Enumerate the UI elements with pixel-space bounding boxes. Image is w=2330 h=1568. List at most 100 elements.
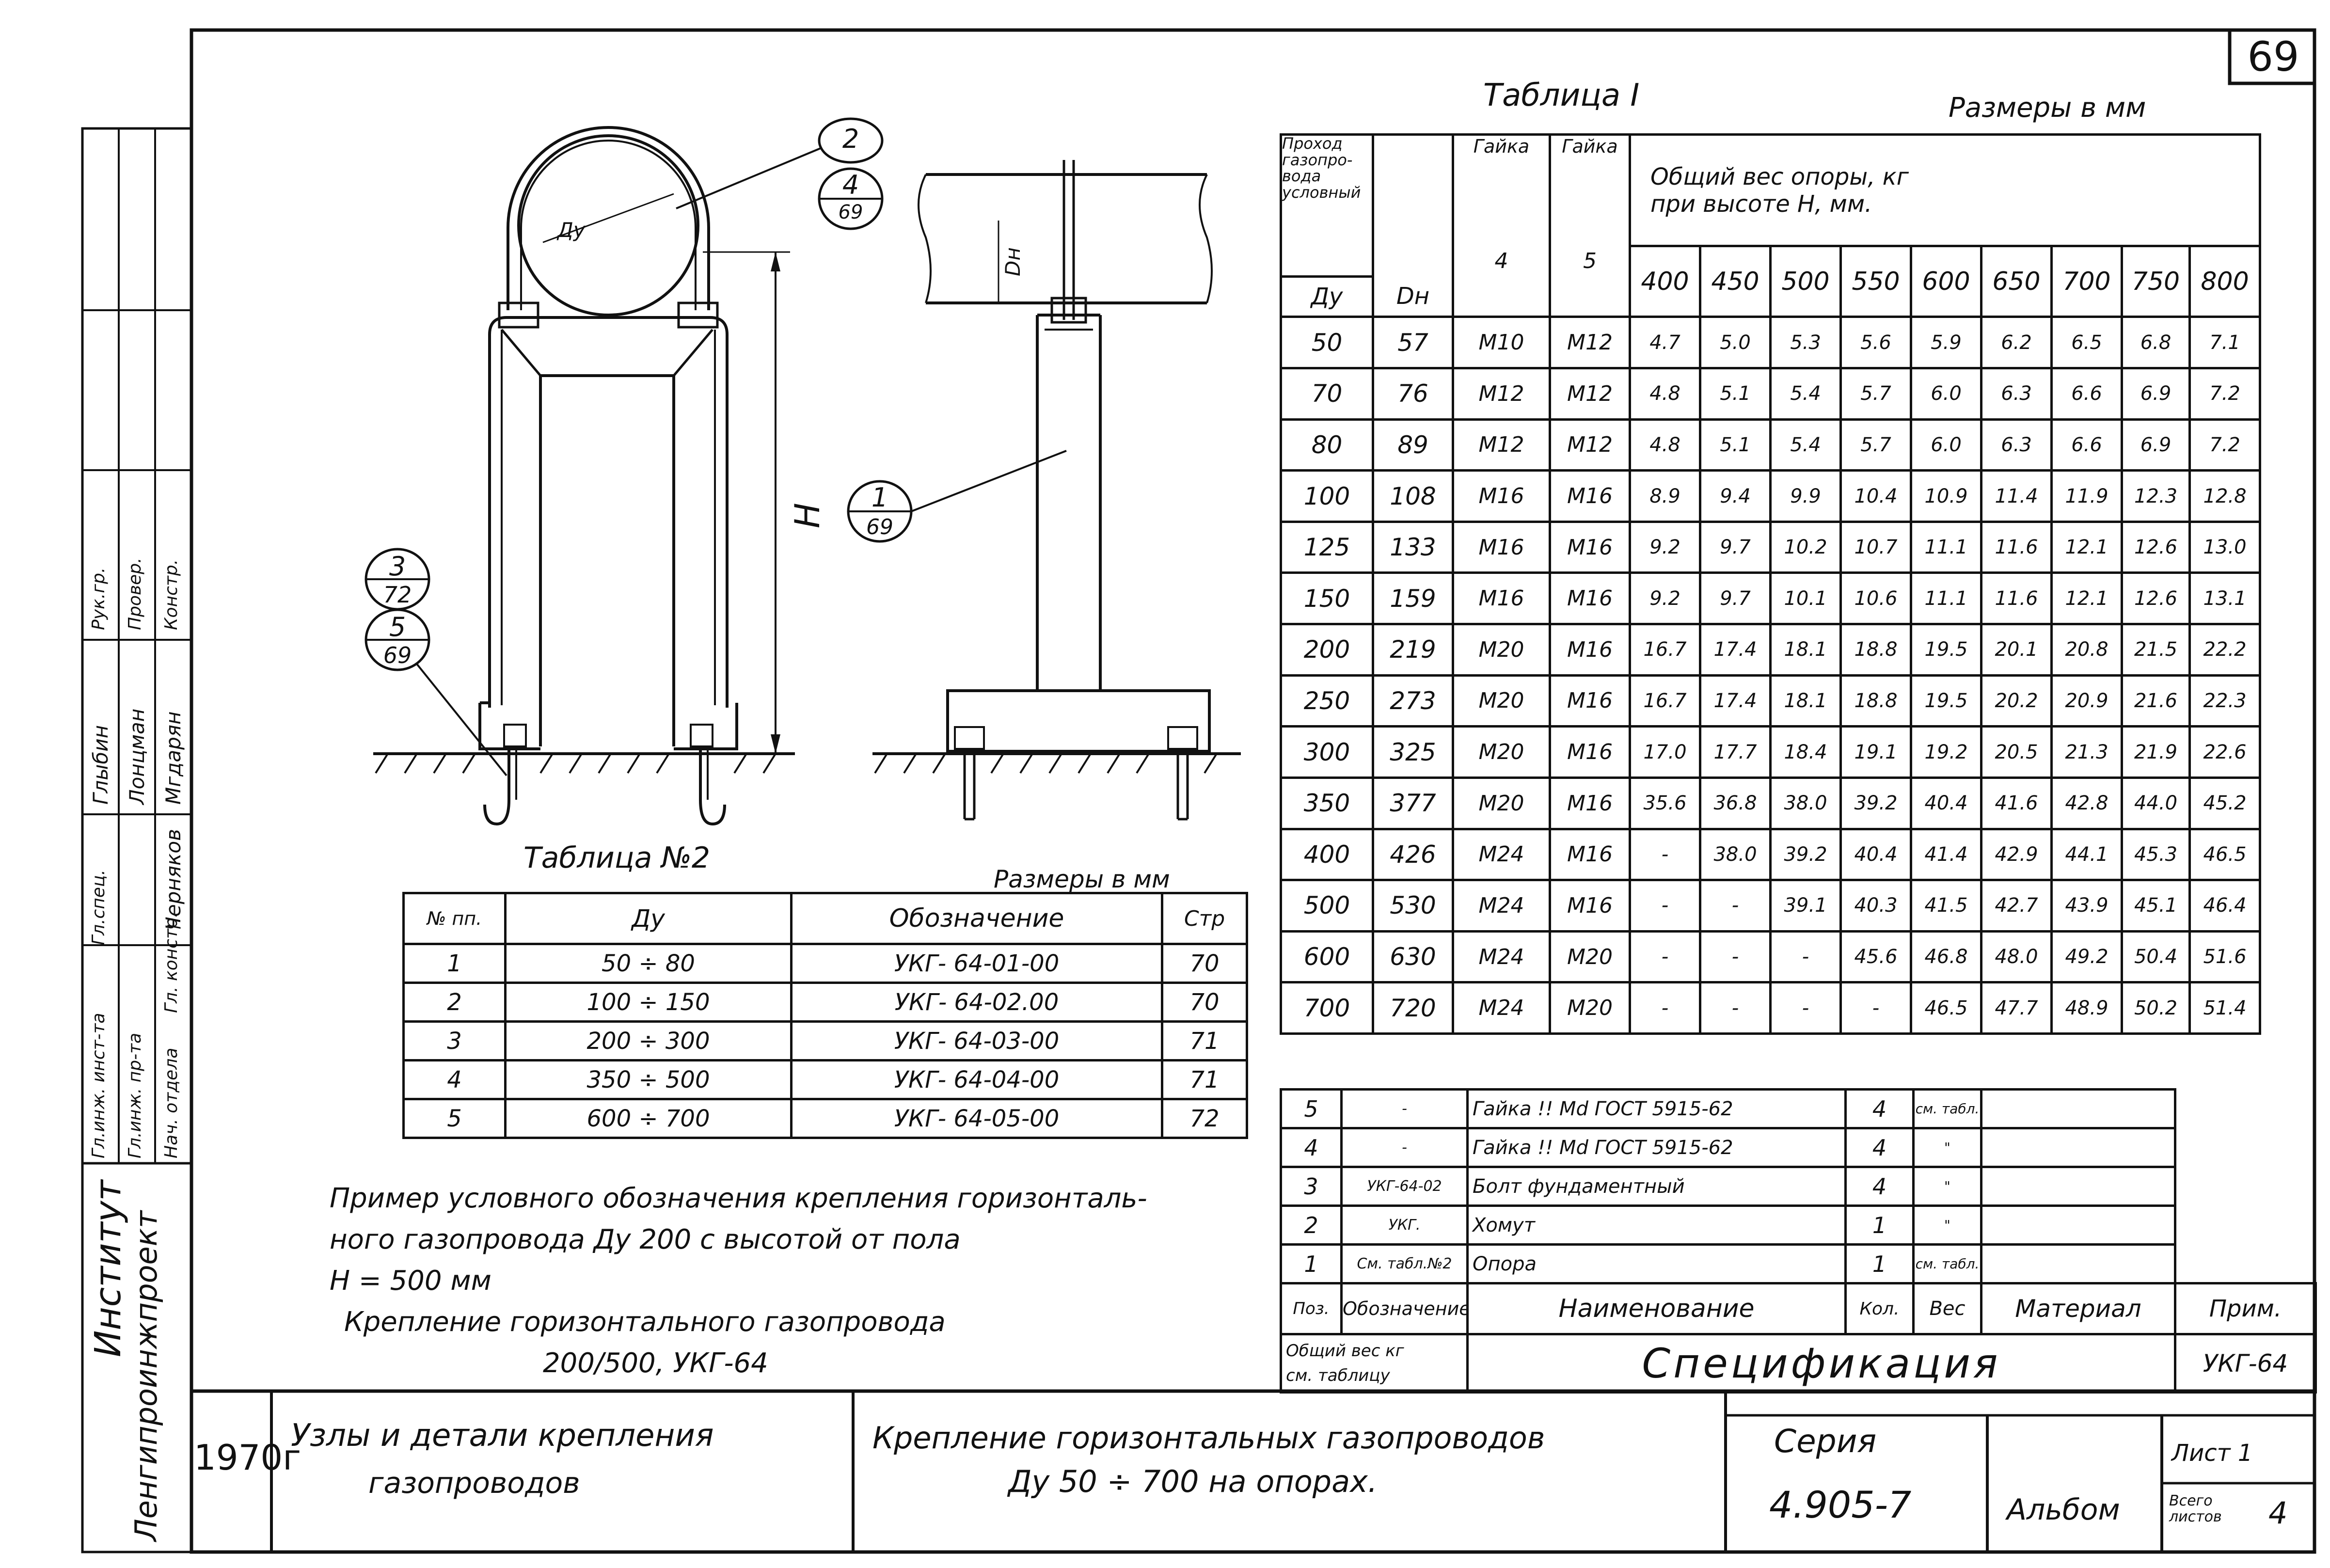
example-line2: ного газопровода Ду 200 с высотой от пол…: [330, 1224, 961, 1255]
table1-cell: 9.7: [1699, 571, 1772, 626]
example-line5: 200/500, УКГ-64: [543, 1347, 768, 1379]
table1-cell: 49.2: [2050, 930, 2123, 984]
table1-cell: 17.0: [1629, 725, 1701, 779]
table1-cell: 5.6: [1839, 316, 1912, 370]
table1-cell: 17.4: [1699, 623, 1772, 677]
album-title-1: Узлы и детали крепления: [291, 1418, 714, 1454]
table1-cell: 4.8: [1629, 367, 1701, 421]
table1-cell: М16: [1549, 674, 1631, 728]
table1-cell: 150: [1280, 571, 1374, 626]
table1-cell: М10: [1452, 316, 1551, 370]
table1-cell: 6.8: [2121, 316, 2191, 370]
spec-cell: Хомут: [1466, 1204, 1847, 1246]
table1-cell: 200: [1280, 623, 1374, 677]
series-label: Серия: [1774, 1423, 1877, 1460]
table1-cell: 21.3: [2050, 725, 2123, 779]
table1-cell: М12: [1452, 418, 1551, 472]
table2-header-dy: Ду: [504, 892, 793, 945]
table1-cell: 89: [1372, 418, 1454, 472]
table1-cell: 19.2: [1910, 725, 1982, 779]
table1-cell: 43.9: [2050, 879, 2123, 933]
table1-cell: 19.1: [1839, 725, 1912, 779]
table1-header-dn: Dн: [1372, 276, 1454, 318]
table1-cell: 20.1: [1980, 623, 2053, 677]
table1-cell: 22.6: [2188, 725, 2262, 779]
table2-cell: 4: [402, 1059, 507, 1100]
table1-cell: 50.2: [2121, 981, 2191, 1035]
stamp-name-4: Черняков: [161, 829, 185, 931]
institute-label: Институт: [87, 1180, 129, 1357]
table1-cell: М16: [1452, 520, 1551, 574]
spec-footer-note-1: Общий вес кг: [1286, 1341, 1404, 1361]
table2-cell: 70: [1161, 943, 1248, 984]
table1-cell: 38.0: [1699, 827, 1772, 882]
table1-cell: 11.1: [1910, 520, 1982, 574]
table1-cell: 133: [1372, 520, 1454, 574]
table1-cell: 5.4: [1769, 367, 1842, 421]
album-title-2: газопроводов: [368, 1466, 580, 1500]
table1-cell: 377: [1372, 776, 1454, 830]
table1-cell: 6.0: [1910, 418, 1982, 472]
table1-cell: 9.2: [1629, 571, 1701, 626]
spec-cell: 1: [1844, 1204, 1915, 1246]
spec-cell: 4: [1280, 1127, 1343, 1168]
table1-cell: 42.8: [2050, 776, 2123, 830]
spec-cell: [1980, 1243, 2176, 1284]
table1-height-600: 600: [1910, 245, 1982, 318]
series-value: 4.905-7: [1769, 1483, 1912, 1526]
table1-cell: 46.5: [1910, 981, 1982, 1035]
table1-cell: 12.6: [2121, 520, 2191, 574]
table1-cell: М24: [1452, 981, 1551, 1035]
dimension-h-label: Н: [788, 503, 827, 528]
table1-cell: 4.7: [1629, 316, 1701, 370]
table1-cell: 10.6: [1839, 571, 1912, 626]
table1-cell: -: [1769, 981, 1842, 1035]
table1-cell: 50: [1280, 316, 1374, 370]
table2-cell: 5: [402, 1098, 507, 1139]
table1-cell: 39.1: [1769, 879, 1842, 933]
institute-name: Ленгипроинжпроект: [128, 1210, 164, 1541]
table1-cell: 6.9: [2121, 367, 2191, 421]
table1-cell: 6.3: [1980, 367, 2053, 421]
stamp-role-6: Рук.гр.: [89, 567, 109, 630]
table1-cell: 159: [1372, 571, 1454, 626]
callout-2-bottom: 4: [842, 170, 859, 200]
table1-cell: М16: [1549, 623, 1631, 677]
table1-cell: 16.7: [1629, 674, 1701, 728]
table1-cell: 13.1: [2188, 571, 2262, 626]
table1-cell: 48.9: [2050, 981, 2123, 1035]
table1-cell: 46.8: [1910, 930, 1982, 984]
table1-cell: -: [1629, 930, 1701, 984]
table1-cell: 300: [1280, 725, 1374, 779]
table1-header-passage: Проход газопро-вода условный: [1280, 133, 1374, 278]
table1-cell: 5.1: [1699, 418, 1772, 472]
table1-cell: 18.8: [1839, 674, 1912, 728]
table1-header-weight-line2: при высоте Н, мм.: [1650, 190, 1872, 218]
table1-cell: 51.6: [2188, 930, 2262, 984]
table1-cell: 10.9: [1910, 469, 1982, 523]
sheet-label: Лист 1: [2171, 1440, 2253, 1467]
table1-cell: 41.6: [1980, 776, 2053, 830]
table1-cell: 21.6: [2121, 674, 2191, 728]
table1-units: Размеры в мм: [1949, 92, 2146, 124]
table1-cell: 5.7: [1839, 418, 1912, 472]
table1-cell: 4.8: [1629, 418, 1701, 472]
table1-cell: 250: [1280, 674, 1374, 728]
table1-cell: 630: [1372, 930, 1454, 984]
table1-height-550: 550: [1839, 245, 1912, 318]
table2-cell: 50 ÷ 80: [504, 943, 793, 984]
callout-2-sheet: 69: [838, 201, 863, 223]
table1-cell: 11.6: [1980, 571, 2053, 626]
spec-cell: ": [1912, 1166, 1982, 1207]
